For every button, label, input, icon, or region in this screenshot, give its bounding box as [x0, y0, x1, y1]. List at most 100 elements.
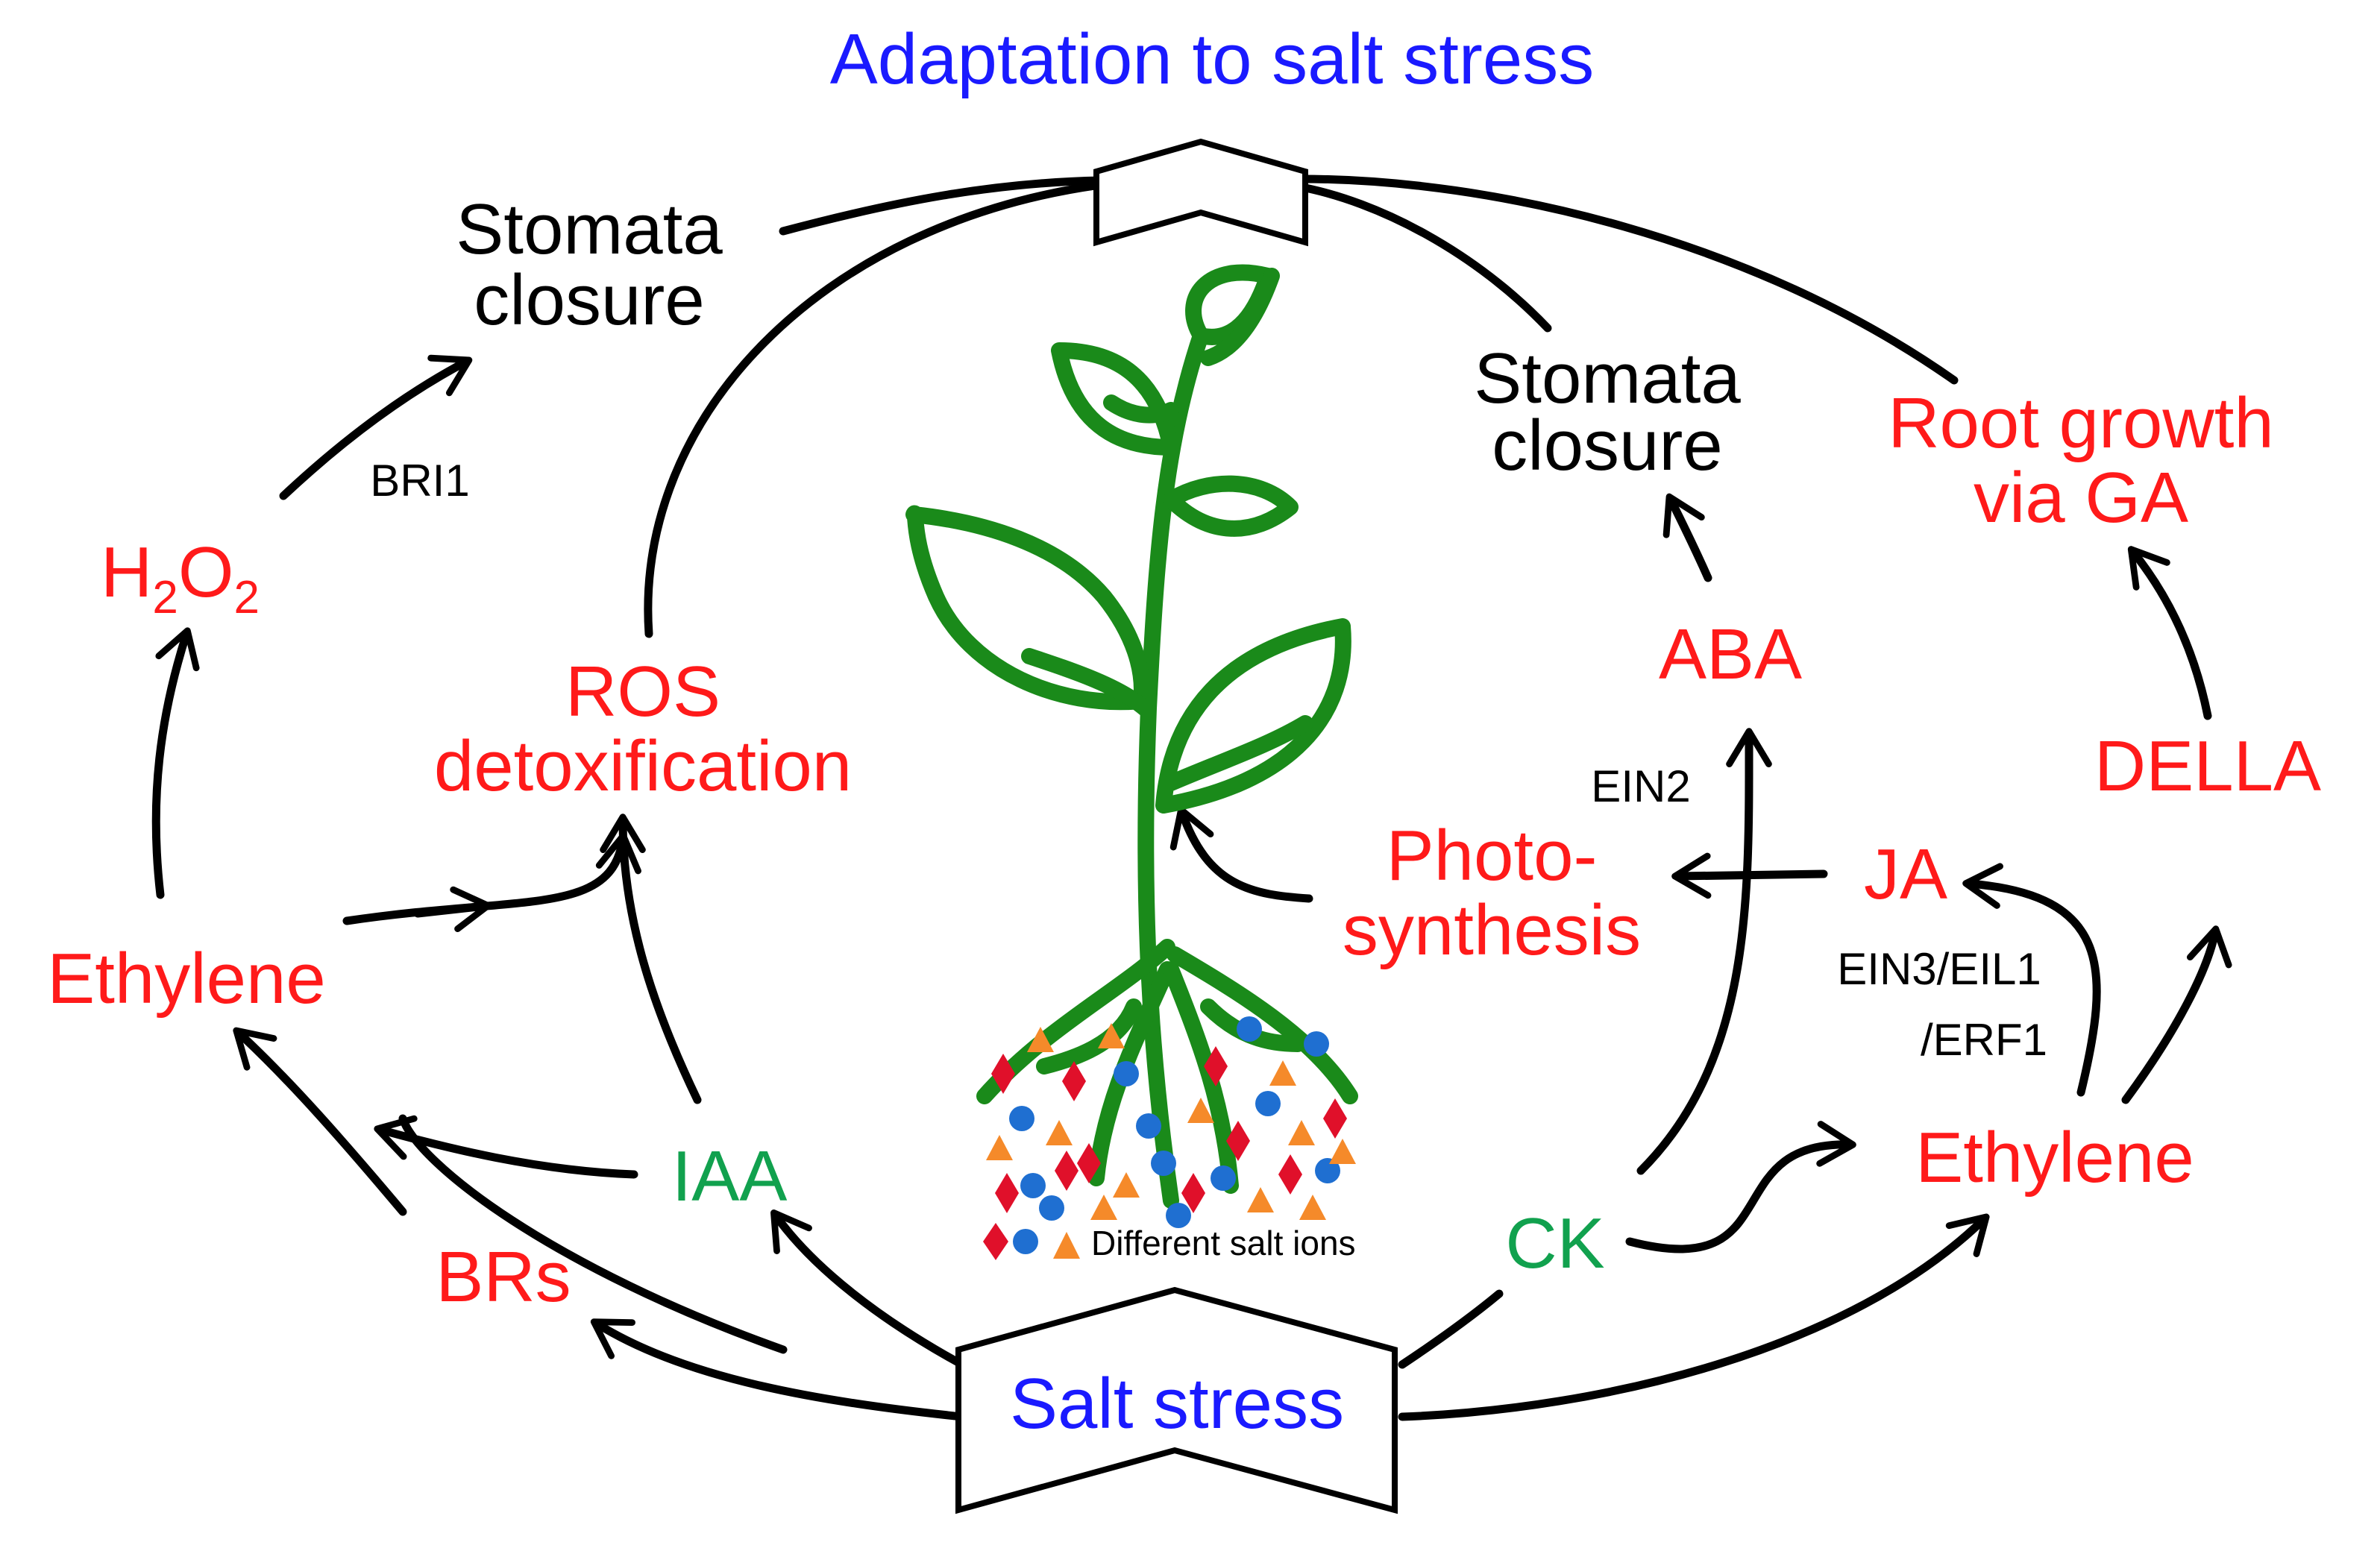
salt-ion-circle [1009, 1106, 1034, 1131]
ion-legend-markers [983, 1223, 1080, 1260]
photo-line1: Photo- [1387, 816, 1598, 896]
stomata-left-line1: Stomata [456, 189, 723, 269]
plant-leaf-top-stem [1200, 268, 1280, 366]
salt-ion-diamond [1226, 1121, 1250, 1161]
h2o2-sub-2b: 2 [233, 572, 259, 623]
salt-ion-diamond [995, 1173, 1019, 1213]
diagram-title: Adaptation to salt stress [830, 19, 1595, 99]
bri1-label: BRI1 [370, 456, 469, 506]
salt-ion-circle [1237, 1016, 1262, 1042]
edge-ethylene-to-della [2121, 925, 2232, 1104]
root-line1: Root growth [1888, 383, 2274, 463]
salt-ion-diamond [1204, 1046, 1228, 1086]
edge-iaa-to-ros [600, 814, 702, 1104]
edge-ck-to-ethylene-right [1625, 1121, 1856, 1253]
root-line2: via GA [1974, 458, 2188, 538]
salt-ion-triangle [1046, 1120, 1073, 1145]
edge-iaa-to-ethylene-left [374, 1115, 638, 1179]
stomata-right-line1: Stomata [1474, 339, 1741, 418]
stomata-left-line2: closure [474, 260, 704, 340]
top-chevron-box [1093, 138, 1308, 247]
della-label: DELLA [2094, 726, 2321, 806]
salt-ion-triangle [1329, 1139, 1356, 1164]
edge-stomata-right-to-top [1293, 182, 1552, 333]
plant-leaf-upper-left-vein [1103, 394, 1179, 424]
edge-h2o2-to-stomata-left [279, 354, 473, 500]
edge-ethylene-to-h2o2 [151, 627, 200, 899]
ros-line1: ROS [565, 652, 720, 732]
salt-ion-circle [1315, 1158, 1340, 1183]
salt-stress-box [955, 1286, 1398, 1514]
edge-root-to-top [1297, 174, 1959, 385]
ein3-line1: EIN3/EIL1 [1837, 944, 2041, 994]
plant-leaf-big-left [905, 505, 1150, 711]
h2o2-label: H2O2 [101, 532, 260, 623]
salt-ion-circle [1304, 1031, 1329, 1057]
plant-leaf-big-right-vein [1163, 715, 1313, 791]
plant-leaf-upper-left [1051, 342, 1179, 456]
salt-ion-diamond [1278, 1154, 1302, 1195]
edge-ethylene-to-ros-mid-arrow [413, 886, 492, 933]
salt-ion-triangle [1027, 1027, 1054, 1052]
salt-ion-diamond [1055, 1151, 1078, 1191]
edge-stomata-left-to-top [779, 176, 1105, 236]
ein2-label: EIN2 [1591, 761, 1690, 811]
ck-label: CK [1505, 1204, 1604, 1283]
aba-label: ABA [1659, 614, 1802, 694]
ethylene-right-label: Ethylene [1915, 1118, 2194, 1198]
salt-ion-triangle [1247, 1187, 1274, 1212]
edge-ck-to-aba [1636, 728, 1772, 1175]
ion-legend-diamond [983, 1223, 1008, 1260]
salt-ions [986, 1016, 1356, 1228]
salt-ion-diamond [1323, 1098, 1347, 1139]
ethylene-left-label: Ethylene [47, 939, 326, 1019]
plant-leaf-big-left-vein [1021, 648, 1153, 717]
salt-ion-triangle [1269, 1060, 1296, 1086]
salt-ion-triangle [986, 1135, 1013, 1160]
stomata-right-line2: closure [1492, 406, 1722, 485]
plant-root-4 [1167, 946, 1358, 1104]
edge-brs-to-ethylene-left [233, 1027, 407, 1216]
salt-ion-circle [1166, 1203, 1191, 1228]
salt-ion-circle [1151, 1151, 1176, 1176]
salt-ion-diamond [1062, 1061, 1086, 1101]
edge-salt-to-iaa [770, 1209, 967, 1369]
edge-aba-to-stomata-right [1662, 493, 1712, 582]
salt-ion-triangle [1187, 1098, 1214, 1123]
edge-photosynthesis-to-plant [1169, 806, 1313, 903]
edge-della-to-root [2127, 546, 2212, 720]
salt-stress-label: Salt stress [1010, 1364, 1344, 1444]
salt-ion-circle [1039, 1195, 1064, 1221]
labels: Adaptation to salt stress Salt stress Di… [47, 19, 2321, 1444]
salt-ion-circle [1136, 1113, 1161, 1139]
h2o2-h: H [101, 532, 152, 612]
edges [151, 174, 2232, 1421]
salt-ion-circle [1114, 1061, 1139, 1086]
photo-line2: synthesis [1343, 890, 1641, 970]
salt-ion-triangle [1098, 1023, 1125, 1048]
salt-ion-diamond [991, 1054, 1015, 1094]
salt-ion-circle [1020, 1173, 1046, 1198]
edge-salt-to-ethylene-right [1398, 1213, 1990, 1421]
salt-ion-circle [1255, 1091, 1281, 1116]
salt-ion-triangle [1288, 1120, 1315, 1145]
salt-ion-diamond [1077, 1143, 1101, 1183]
plant-leaf-upper-right [1163, 475, 1299, 537]
plant-illustration [905, 264, 1358, 1209]
ion-legend-triangle [1053, 1232, 1080, 1259]
ion-legend-circle [1013, 1229, 1038, 1254]
edge-ethylene-to-ja [1962, 863, 2101, 1097]
plant-leaf-big-right [1155, 618, 1351, 814]
ein3-line2: /ERF1 [1921, 1015, 2047, 1065]
ion-legend-label: Different salt ions [1091, 1224, 1356, 1262]
salt-ion-diamond [1181, 1173, 1205, 1213]
edge-ros-to-top [644, 180, 1105, 638]
h2o2-o: O [178, 532, 234, 612]
edge-salt-to-ck [1398, 1289, 1504, 1369]
salt-ion-triangle [1299, 1195, 1326, 1220]
plant-root-5 [1036, 998, 1142, 1075]
salt-ion-triangle [1090, 1195, 1117, 1220]
salt-ion-triangle [1113, 1172, 1140, 1198]
salt-ion-circle [1211, 1165, 1236, 1191]
